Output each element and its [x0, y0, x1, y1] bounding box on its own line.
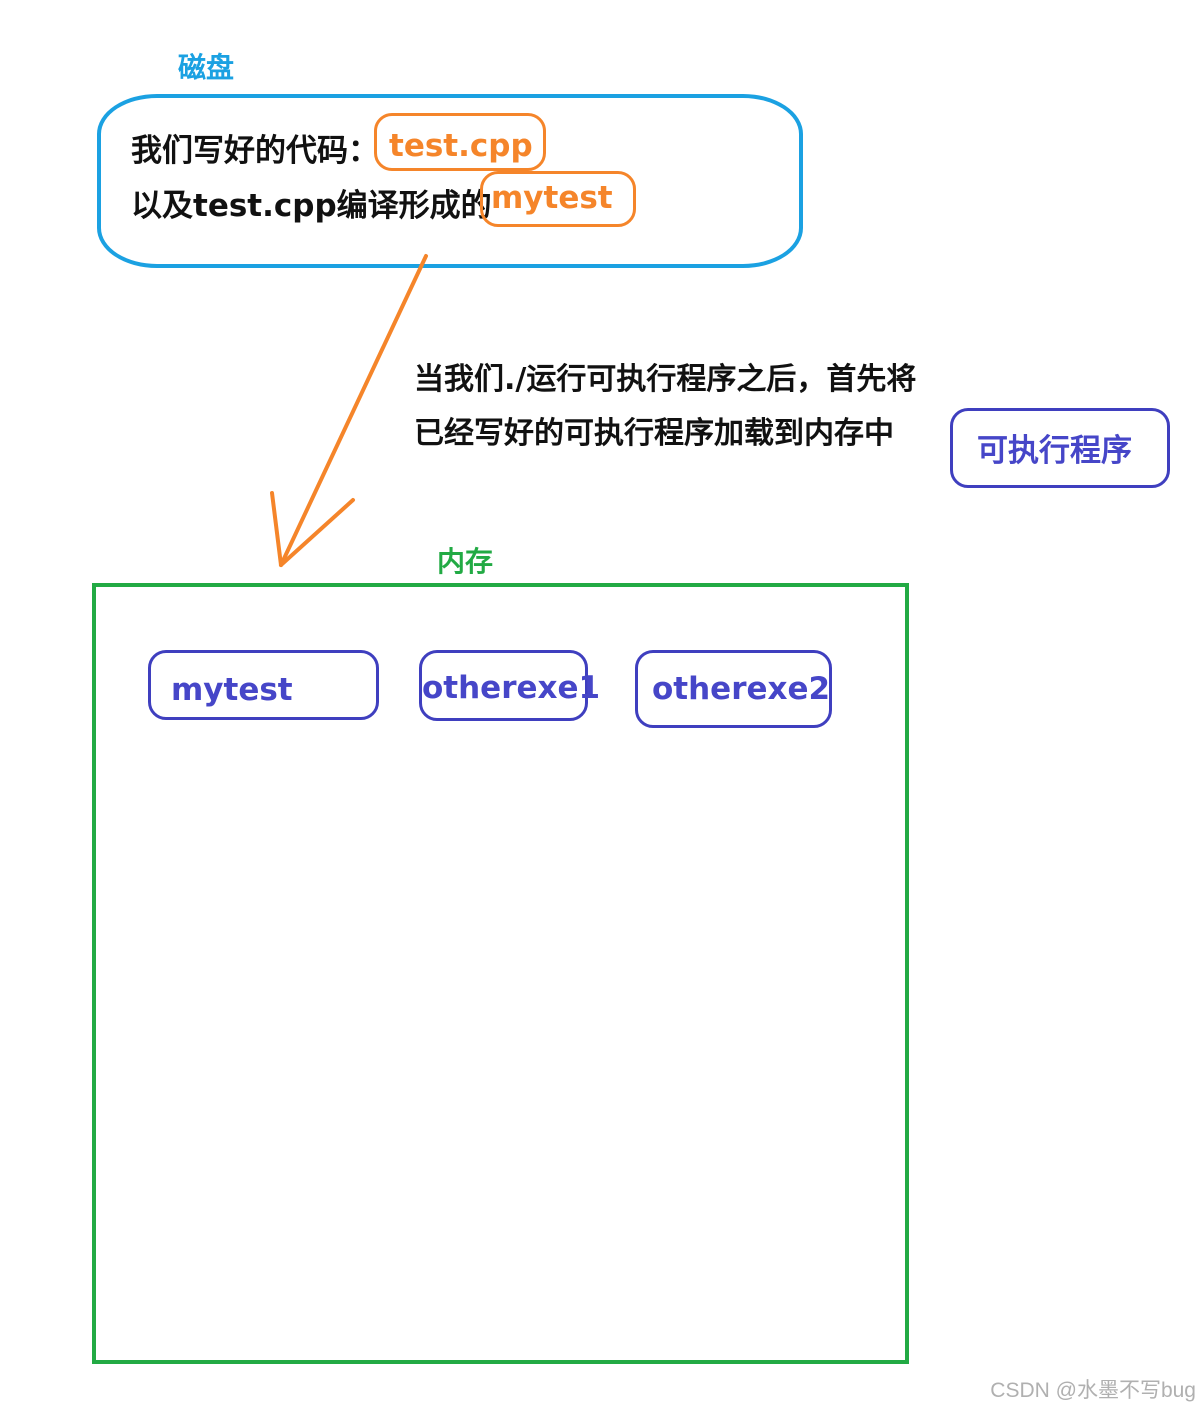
- executable-tag: 可执行程序: [950, 408, 1170, 488]
- memory-label: 内存: [437, 545, 494, 578]
- arrow-shaft: [279, 254, 428, 567]
- disk-line-1: 我们写好的代码：: [131, 133, 379, 169]
- executable-file-box: mytest: [480, 171, 636, 227]
- process-otherexe2: otherexe2: [635, 650, 832, 728]
- watermark: CSDN @水墨不写bug: [990, 1379, 1196, 1402]
- disk-region: [97, 94, 803, 268]
- process-otherexe1: otherexe1: [419, 650, 600, 721]
- memory-region: [92, 583, 909, 1364]
- process-mytest: mytest: [148, 650, 379, 720]
- arrow-head-left: [270, 491, 283, 567]
- description-line-1: 当我们./运行可执行程序之后，首先将: [414, 362, 917, 397]
- disk-label: 磁盘: [178, 51, 235, 84]
- source-file-box: test.cpp: [374, 113, 546, 171]
- description-line-2: 已经写好的可执行程序加载到内存中: [414, 416, 894, 451]
- disk-line-2: 以及test.cpp编译形成的: [131, 188, 492, 224]
- arrow-head-right: [279, 498, 355, 567]
